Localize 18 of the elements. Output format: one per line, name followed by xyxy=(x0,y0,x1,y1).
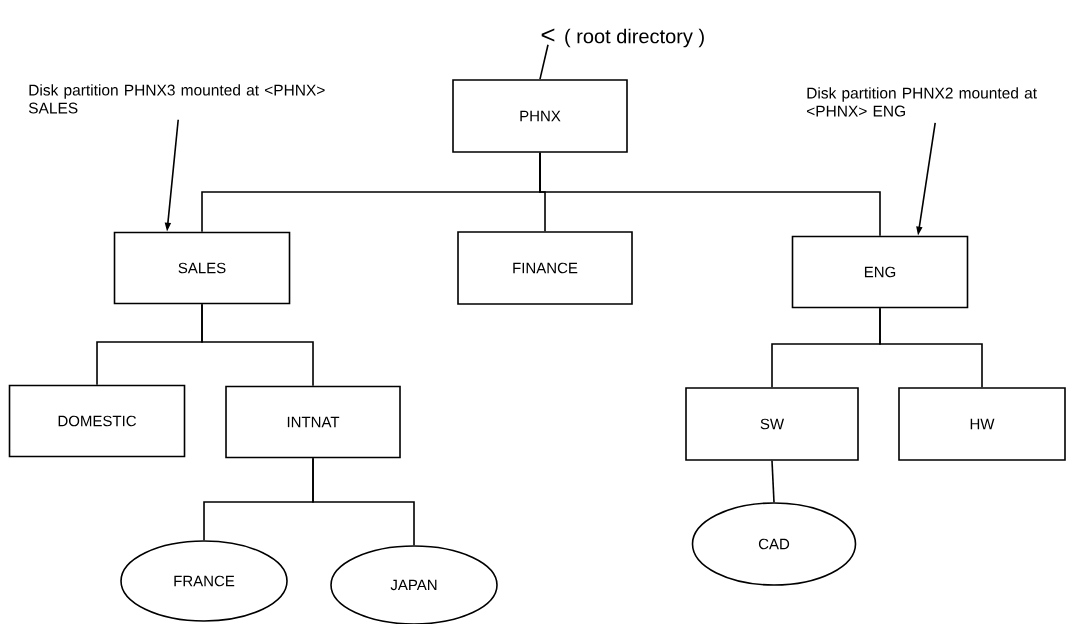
tree-connector xyxy=(771,460,775,503)
tree-connector xyxy=(879,307,983,388)
root-symbol: < xyxy=(541,28,555,42)
directory-box: HW xyxy=(898,387,1066,461)
directory-box: SW xyxy=(685,387,859,461)
directory-box: FINANCE xyxy=(457,231,633,305)
tree-connector xyxy=(201,303,314,387)
directory-box: DOMESTIC xyxy=(8,384,186,458)
directory-box: SALES xyxy=(113,231,291,305)
tree-connector xyxy=(539,152,881,237)
caption-text: ( root directory ) xyxy=(565,28,704,48)
annotation-text: Disk partition PHNX3 mounted at <PHNX> SALES xyxy=(28,84,325,114)
tree-connector xyxy=(539,43,549,80)
annotation-text: Disk partition PHNX2 mounted at <PHNX> ENG xyxy=(806,87,1037,117)
directory-box: INTNAT xyxy=(225,385,401,459)
directory-box: PHNX xyxy=(452,79,628,153)
tree-connector xyxy=(312,457,415,546)
directory-box: ENG xyxy=(791,235,969,309)
